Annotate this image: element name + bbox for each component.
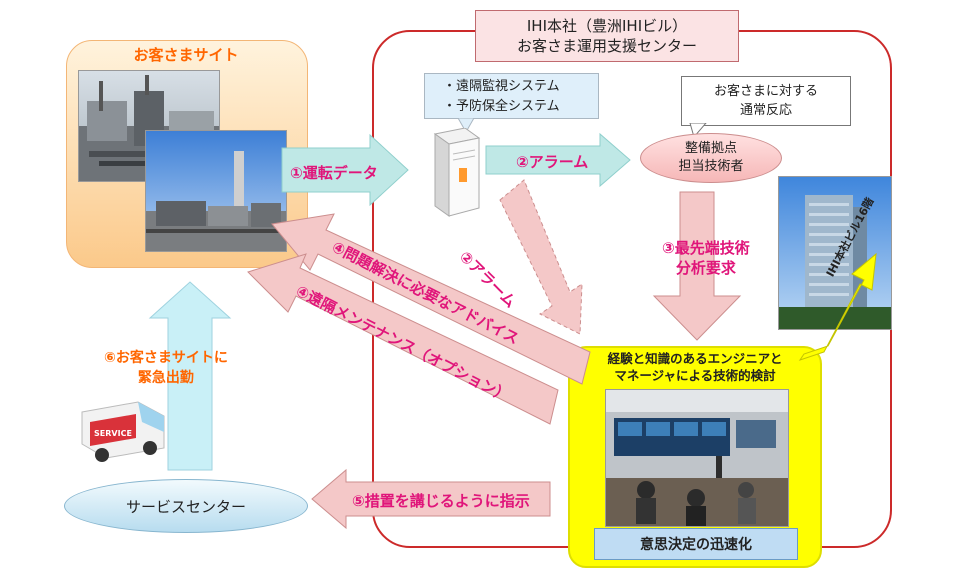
- arrow-operation-data: [281, 133, 409, 207]
- arrow-alarm-right: [485, 132, 631, 188]
- label-analysis: ③最先端技術 分析要求: [662, 238, 750, 278]
- label-alarm-right: ②アラーム: [516, 153, 589, 171]
- arrow-remote: [247, 253, 559, 425]
- monitoring-systems-callout: ・遠隔監視システム ・予防保全システム: [424, 73, 599, 119]
- arrow-building-link: [798, 252, 877, 361]
- label-analysis-line1: ③最先端技術: [662, 239, 750, 257]
- engineer-title-line1: 経験と知識のあるエンジニアと: [607, 351, 783, 366]
- arrow-advice: [271, 213, 591, 385]
- maintenance-line2: 担当技術者: [678, 159, 744, 174]
- label-instruct: ⑤措置を講じるように指示: [352, 492, 530, 510]
- customer-site-title: お客さまサイト: [133, 46, 239, 64]
- arrow-alarm-diagonal: [499, 179, 583, 335]
- van-label: SERVICE: [94, 429, 132, 438]
- hq-building-photo: [778, 176, 892, 330]
- systems-item-2: ・予防保全システム: [443, 99, 560, 114]
- hq-title-box: IHI本社（豊洲IHIビル） お客さま運用支援センター: [475, 10, 739, 62]
- response-line2: 通常反応: [739, 103, 792, 118]
- label-dispatch-line1: ⑥お客さまサイトに: [104, 350, 228, 366]
- arrow-dispatch-up: [148, 281, 232, 471]
- arrow-instruct: [311, 468, 551, 530]
- response-line1: お客さまに対する: [713, 84, 818, 99]
- maintenance-base-ellipse: 整備拠点 担当技術者: [640, 133, 782, 183]
- control-room-photo: [605, 389, 789, 527]
- plant-photo-2: [145, 130, 287, 252]
- server-icon: [433, 128, 481, 217]
- label-dispatch-line2: 緊急出勤: [137, 370, 194, 386]
- systems-item-1: ・遠隔監視システム: [443, 79, 560, 94]
- engineering-team-title: 経験と知識のあるエンジニアと マネージャによる技術的検討: [570, 350, 820, 384]
- decision-speed-label: 意思決定の迅速化: [594, 528, 798, 560]
- hq-title-line2: お客さま運用支援センター: [516, 37, 697, 55]
- customer-response-callout: お客さまに対する 通常反応: [681, 76, 851, 126]
- service-van-icon: SERVICE: [81, 401, 165, 462]
- arrow-analysis-down: [652, 191, 742, 341]
- service-center-ellipse: サービスセンター: [64, 479, 308, 533]
- label-dispatch: ⑥お客さまサイトに 緊急出勤: [104, 348, 228, 388]
- label-analysis-line2: 分析要求: [675, 259, 736, 277]
- label-operation-data: ①運転データ: [290, 164, 378, 182]
- engineer-title-line2: マネージャによる技術的検討: [614, 368, 776, 383]
- maintenance-line1: 整備拠点: [684, 141, 737, 156]
- callout-tail-systems: [458, 118, 475, 134]
- hq-title-line1: IHI本社（豊洲IHIビル）: [526, 17, 688, 35]
